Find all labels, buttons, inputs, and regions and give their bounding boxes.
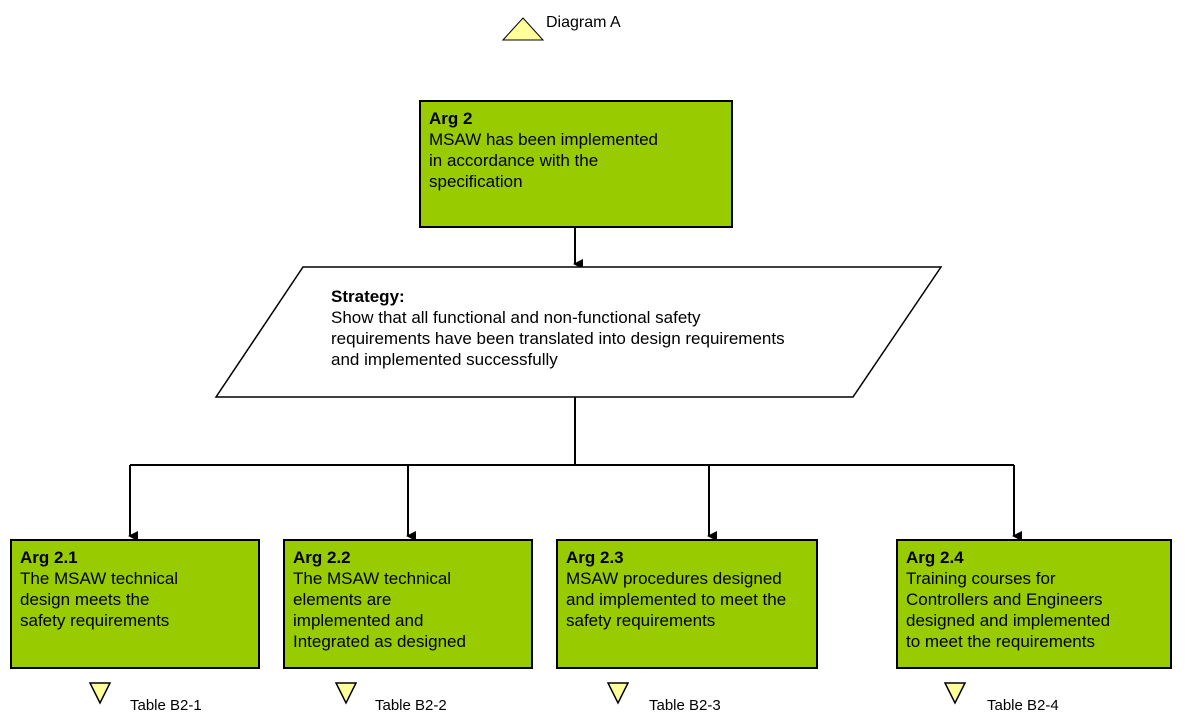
subgoal-text: Training courses for Controllers and Eng… [906, 569, 1111, 651]
subgoal-title: Arg 2.2 [293, 548, 351, 567]
goal-box-arg-2[interactable]: Arg 2 MSAW has been implemented in accor… [419, 100, 733, 228]
goal-text: MSAW has been implemented in accordance … [429, 130, 658, 191]
strategy-shape [214, 266, 943, 398]
table-ref-label: Table B2-3 [649, 697, 721, 714]
subgoal-title: Arg 2.1 [20, 548, 78, 567]
subgoal-box-arg-2-3[interactable]: Arg 2.3 MSAW procedures designed and imp… [556, 539, 818, 669]
ref-triangle-icon [88, 682, 112, 705]
ref-triangle-icon [334, 682, 358, 705]
subgoal-text: MSAW procedures designed and implemented… [566, 569, 787, 630]
context-triangle-icon [501, 17, 545, 41]
ref-triangle-icon [943, 682, 967, 705]
table-ref-label: Table B2-4 [987, 697, 1059, 714]
subgoal-text: The MSAW technical elements are implemen… [293, 569, 466, 651]
strategy-node[interactable]: Strategy: Show that all functional and n… [331, 286, 801, 370]
subgoal-title: Arg 2.3 [566, 548, 624, 567]
strategy-text: Show that all functional and non-functio… [331, 308, 785, 369]
subgoal-box-arg-2-4[interactable]: Arg 2.4 Training courses for Controllers… [896, 539, 1172, 669]
subgoal-text: The MSAW technical design meets the safe… [20, 569, 179, 630]
table-ref-label: Table B2-2 [375, 697, 447, 714]
subgoal-title: Arg 2.4 [906, 548, 964, 567]
context-label: Diagram A [546, 14, 621, 31]
subgoal-box-arg-2-1[interactable]: Arg 2.1 The MSAW technical design meets … [10, 539, 260, 669]
table-ref-label: Table B2-1 [130, 697, 202, 714]
goal-title: Arg 2 [429, 109, 473, 128]
subgoal-box-arg-2-2[interactable]: Arg 2.2 The MSAW technical elements are … [283, 539, 533, 669]
ref-triangle-icon [606, 682, 630, 705]
strategy-title: Strategy: [331, 287, 405, 306]
